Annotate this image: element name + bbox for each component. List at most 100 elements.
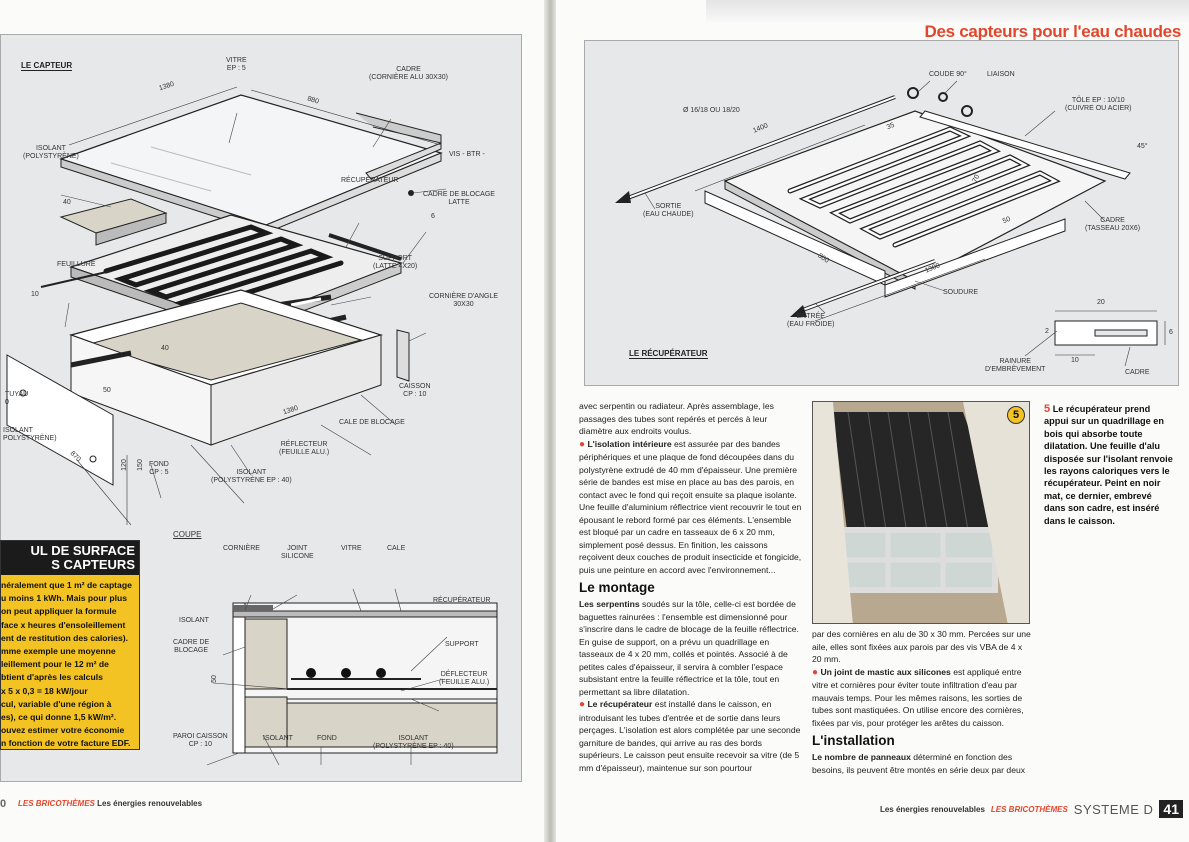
label-text: D'EMBRÈVEMENT (985, 366, 1046, 373)
footer-subtitle: Les énergies renouvelables (97, 799, 203, 808)
label-text: FOND (149, 461, 169, 468)
dim-10: 10 (31, 291, 39, 298)
recuperateur-photo: 5 (812, 401, 1030, 624)
dim-2: 2 (1045, 328, 1049, 335)
callout-line: face x heures d'ensoleillement (1, 619, 126, 630)
label-text: PAROI CAISSON (173, 733, 228, 740)
paragraph-text: est assurée par des bandes périphériques… (579, 438, 802, 575)
dim-6: 6 (431, 213, 435, 220)
label-text: SILICONE (281, 553, 314, 560)
label-liaison: LIAISON (987, 71, 1015, 78)
label-recuperateur: RÉCUPÉRATEUR (341, 177, 399, 184)
label-text: CAISSON (399, 383, 431, 390)
photo-number-badge: 5 (1007, 406, 1025, 424)
callout-body: néralement que 1 m² de captage u moins 1… (1, 575, 139, 749)
article-title: Des capteurs pour l'eau chaudes (924, 22, 1182, 41)
page-gutter (544, 0, 558, 842)
paragraph-text: est appliqué entre vitre et cornières po… (812, 666, 1024, 728)
label-text: (POLYSTYRÈNE) (23, 153, 79, 160)
left-page-number: 0 (0, 798, 7, 810)
paragraph: ● L'isolation intérieure est assurée par… (579, 438, 803, 577)
callout-line: u moins 1 kWh. Mais pour plus (1, 593, 128, 604)
callout-line: néralement que 1 m² de captage (1, 580, 132, 590)
label-text: CADRE (396, 66, 421, 73)
coupe-fond: FOND (317, 735, 337, 742)
label-text: ISOLANT (236, 469, 267, 476)
coupe-corniere: CORNIÈRE (223, 545, 260, 552)
callout-line: es), ce qui donne 1,5 kW/m². (1, 712, 117, 723)
callout-line: mme exemple une moyenne (1, 646, 116, 657)
label-text: (POLYSTYRÈNE EP : 40) (211, 477, 292, 484)
callout-line: leillement pour le 12 m² de (1, 659, 109, 670)
label-text: ENTRÉE (796, 313, 825, 320)
label-text: TUYAU (5, 391, 29, 398)
label-text: CADRE DE BLOCAGE (423, 191, 495, 198)
label-corniere-angle: CORNIÈRE D'ANGLE30x30 (429, 293, 498, 309)
article-text-column-2: par des cornières en alu de 30 x 30 mm. … (812, 628, 1032, 776)
label-text: VITRE (226, 57, 247, 64)
callout-line: btient d'après les calculs (1, 672, 103, 683)
label-text: (CUIVRE OU ACIER) (1065, 105, 1132, 112)
callout-line: cul, variable d'une région à (1, 698, 112, 709)
label-text: (FEUILLE ALU.) (439, 679, 490, 686)
paragraph-lead: Un joint de mastic aux silicones (820, 666, 951, 677)
paragraph: par des cornières en alu de 30 x 30 mm. … (812, 629, 1031, 664)
paragraph: ● Le récupérateur est installé dans le c… (579, 698, 803, 774)
page-number: 41 (1159, 800, 1183, 818)
label-text: (EAU FROIDE) (787, 321, 835, 328)
dim-10: 10 (1071, 357, 1079, 364)
paragraph-text: est installé dans le caisson, en introdu… (579, 699, 801, 773)
article-text-column: avec serpentin ou radiateur. Après assem… (579, 400, 803, 774)
label-text: (POLYSTYRÈNE EP : 40) (373, 743, 454, 750)
footer-subtitle: Les énergies renouvelables (879, 804, 985, 814)
label-text: ISOLANT (35, 145, 66, 152)
label-isolant-3: ISOLANT(POLYSTYRÈNE EP : 40) (211, 469, 292, 485)
heading-montage: Le montage (579, 580, 655, 595)
recuperateur-section-title: LE RÉCUPÉRATEUR (629, 349, 708, 359)
caption-number: 5 (1044, 403, 1051, 415)
dim-40b: 40 (161, 345, 169, 352)
bullet-icon: ● (579, 699, 586, 710)
label-text: ISOLANT (3, 427, 33, 434)
bullet-icon: ● (812, 666, 819, 678)
coupe-support: SUPPORT (445, 641, 479, 648)
label-cadre-2: CADRE (1125, 369, 1150, 376)
label-vis-btr: VIS - BTR - (449, 151, 485, 158)
label-text: CADRE (1100, 217, 1125, 224)
recuperateur-diagram (615, 80, 1166, 367)
dim-40: 40 (63, 199, 71, 206)
label-cale-blocage: CALE DE BLOCAGE (339, 419, 405, 426)
label-diametre: Ø 16/18 OU 18/20 (683, 107, 740, 114)
recuperateur-diagram-panel: COUDE 90° LIAISON Ø 16/18 OU 18/20 1400 … (584, 40, 1179, 386)
coupe-dim-50: 50 (210, 675, 218, 683)
paragraph: avec serpentin ou radiateur. Après assem… (579, 401, 774, 436)
callout-title-line: S CAPTEURS (51, 557, 135, 572)
label-text: CP : 10 (188, 741, 212, 748)
paragraph-lead: Le nombre de panneaux (812, 752, 911, 762)
dim-45: 45° (1137, 143, 1148, 150)
label-isolant: ISOLANT(POLYSTYRÈNE) (23, 145, 79, 161)
label-text: TÔLE EP : 10/10 (1071, 97, 1125, 104)
right-footer: Les énergies renouvelables LES BRICOTHÈM… (880, 800, 1183, 818)
dim-150: 150 (136, 459, 144, 471)
label-text: DÉFLECTEUR (440, 671, 488, 678)
label-text: (FEUILLE ALU.) (279, 449, 330, 456)
label-text: LATTE (448, 199, 470, 206)
callout-title-line: UL DE SURFACE (30, 543, 136, 558)
label-text: EP : 5 (226, 65, 246, 72)
label-text: (TASSEAU 20x6) (1085, 225, 1141, 232)
label-text: (EAU CHAUDE) (643, 211, 694, 218)
label-sortie: SORTIE(EAU CHAUDE) (643, 203, 694, 219)
photo-illustration (813, 402, 1029, 623)
coupe-vitre: VITRE (341, 545, 362, 552)
paragraph: Les serpentins soudés sur la tôle, celle… (579, 598, 803, 698)
